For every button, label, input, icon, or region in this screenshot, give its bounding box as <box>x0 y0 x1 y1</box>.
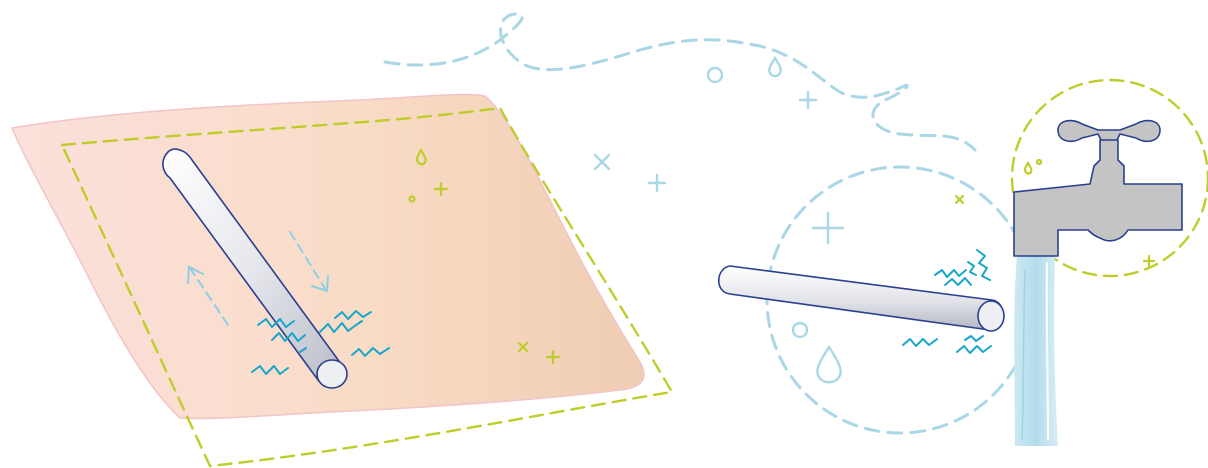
drop-symbol <box>769 58 781 76</box>
plus-symbol-green-3 <box>1144 256 1154 266</box>
circle-symbol-2 <box>793 323 807 337</box>
drop-symbol-green-2 <box>1025 163 1031 174</box>
plus-symbol-2 <box>649 175 665 191</box>
rod-near-tap <box>719 266 1004 331</box>
dot-symbol-green-2 <box>1037 160 1041 164</box>
cross-symbol-green-2 <box>956 196 963 203</box>
circle-symbol <box>708 68 722 82</box>
plus-symbol <box>800 92 816 108</box>
cross-symbol <box>595 155 609 169</box>
plus-symbol-big <box>813 213 843 243</box>
water-tap <box>1014 121 1182 256</box>
water-stream <box>1014 255 1058 446</box>
drop-symbol-big <box>817 347 840 382</box>
